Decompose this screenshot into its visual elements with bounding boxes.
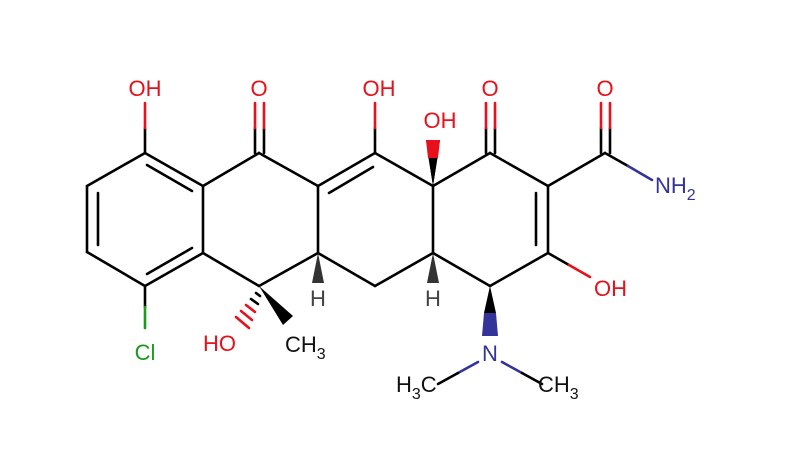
label-ho-c6: HO [203,331,236,356]
label-h3c-left: H3C [396,372,437,403]
label-nh2: NH2 [655,173,696,204]
label-o-c1: O [481,76,498,101]
label-ch3-c6: CH3 [285,332,326,363]
label-oh-c12: OH [363,76,396,101]
label-oh-c3: OH [594,276,627,301]
label-n-dimethyl: N [482,341,498,366]
label-h-c5a: H [310,286,326,311]
label-oh-ring-a: OH [129,76,162,101]
bonds [85,101,654,386]
label-h-c4a: H [425,286,441,311]
label-cl: Cl [135,340,156,365]
label-o-c11: O [250,76,267,101]
label-ch3-right: CH3 [538,372,579,403]
label-o-amide: O [596,76,613,101]
stereo-wedges [234,140,498,336]
atom-labels: OH O OH OH O O NH2 OH Cl HO CH3 H H N H3… [129,76,696,403]
label-oh-c12a: OH [424,108,457,133]
